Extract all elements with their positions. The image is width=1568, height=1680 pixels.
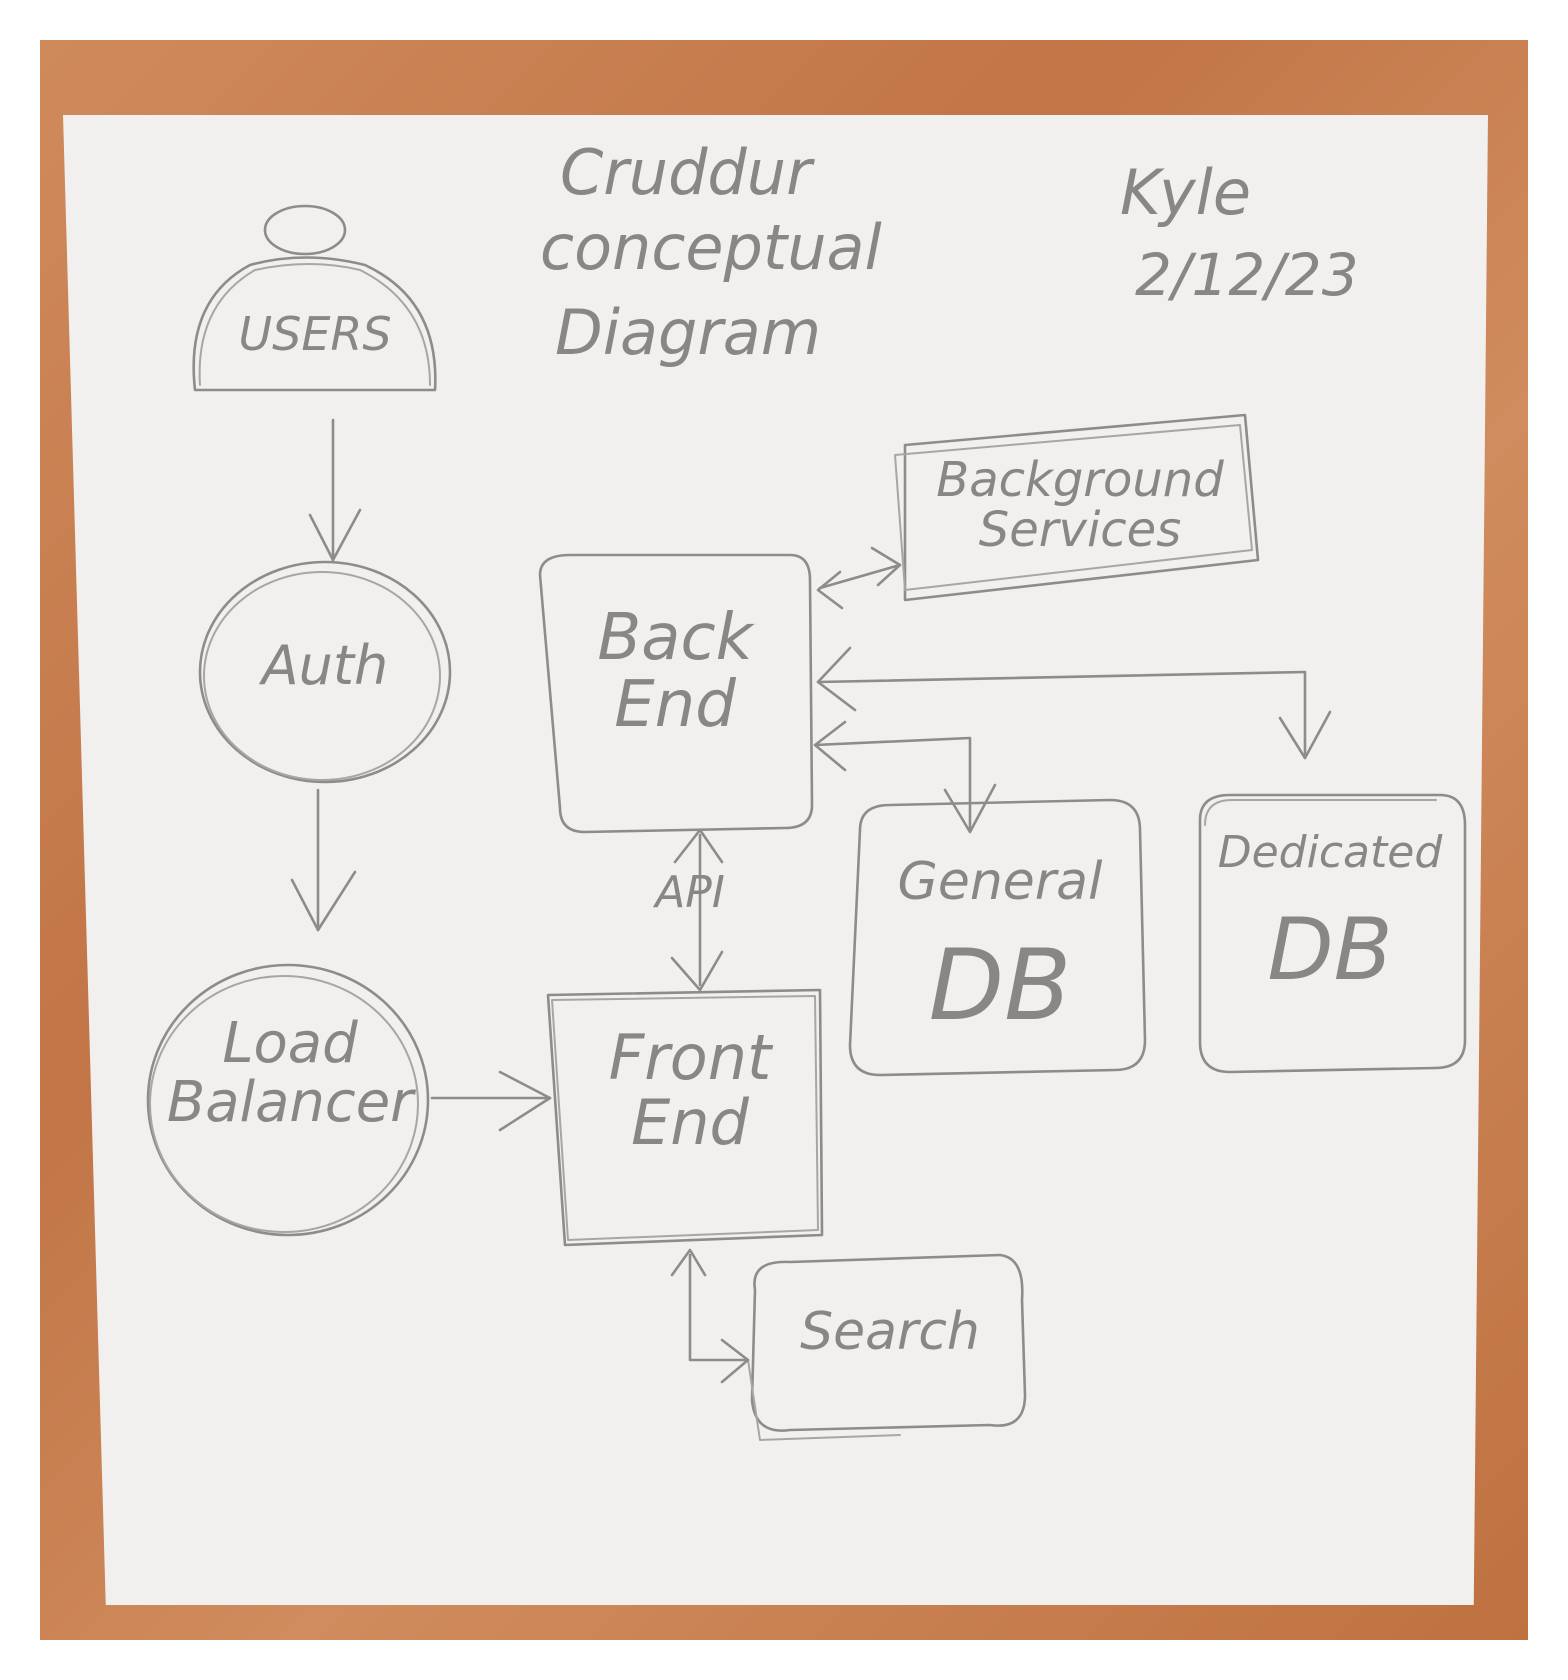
back-end-node-shape — [538, 553, 814, 834]
back-end-to-general-db-arrow — [813, 720, 997, 834]
back-end-to-dedicated-db-arrow — [816, 646, 1332, 760]
front-end-node-shape — [546, 988, 824, 1247]
general-db-node-shape — [848, 798, 1147, 1077]
author-name: Kyle — [1120, 156, 1252, 229]
background-services-node-shape — [894, 413, 1260, 602]
diagram-title-line-3: Diagram — [555, 296, 822, 369]
general-db-label-top: General — [897, 852, 1103, 912]
auth-to-load-balancer-arrow — [290, 788, 357, 932]
front-end-label: Front End — [608, 1021, 772, 1160]
load-balancer-to-front-end-arrow — [430, 1070, 552, 1132]
dedicated-db-node-shape — [1198, 793, 1467, 1074]
api-bidirectional-arrow — [670, 828, 724, 992]
search-label: Search — [800, 1302, 980, 1362]
front-end-to-search-arrow — [670, 1248, 750, 1384]
search-node-shape — [747, 1253, 1027, 1441]
auth-node-shape — [198, 560, 452, 784]
users-to-auth-arrow — [308, 418, 362, 562]
general-db-label-bottom: DB — [928, 929, 1072, 1043]
dedicated-db-label-top: Dedicated — [1217, 827, 1443, 878]
load-balancer-label: Load Balancer — [166, 1011, 414, 1135]
users-label: USERS — [238, 307, 392, 361]
diagram-title-line-2: conceptual — [540, 211, 882, 284]
diagram-title-line-1: Cruddur — [560, 136, 812, 209]
author-date: 2/12/23 — [1135, 241, 1359, 309]
load-balancer-node-shape — [146, 963, 430, 1237]
users-node-shape — [192, 204, 437, 392]
background-services-label: Background Services — [936, 452, 1224, 559]
back-end-to-background-services-arrow — [816, 546, 902, 610]
back-end-label: Back End — [597, 601, 753, 743]
auth-label: Auth — [261, 634, 389, 697]
dedicated-db-label-bottom: DB — [1267, 900, 1393, 1000]
api-label: API — [655, 867, 725, 918]
paper-napkin — [63, 115, 1488, 1605]
